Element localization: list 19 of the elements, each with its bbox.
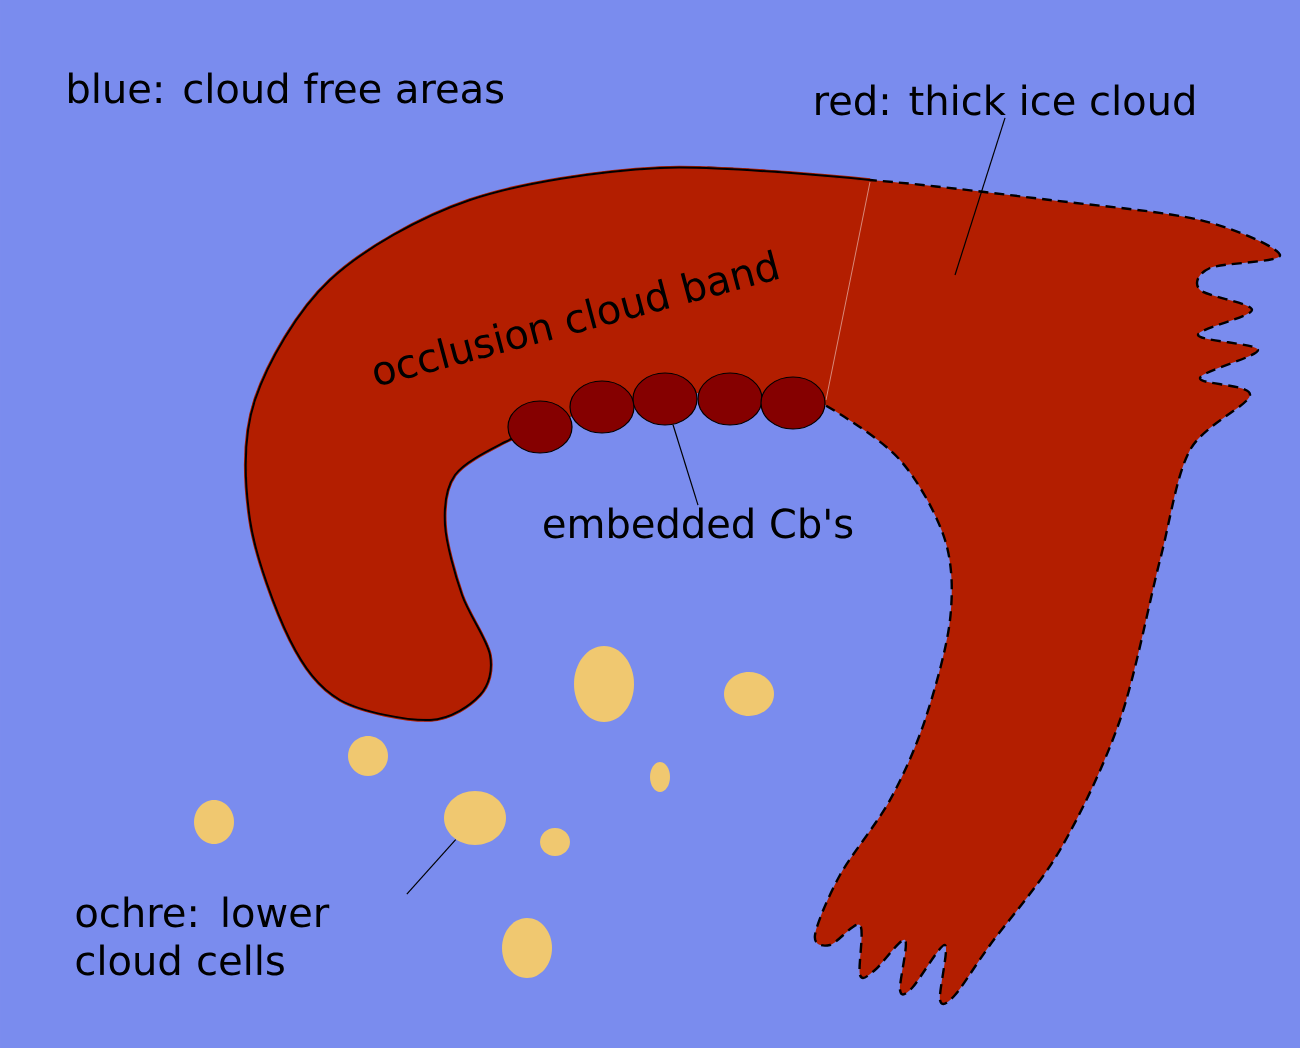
cloud-cell — [194, 800, 234, 844]
legend-text: blue: cloud free areas — [69, 72, 504, 104]
embedded-cell — [697, 372, 763, 426]
cloud-cell — [724, 672, 774, 716]
embedded-cell — [569, 380, 635, 434]
embedded-cell — [760, 376, 826, 430]
cloud-cell — [650, 762, 670, 792]
callout-text: red: thick ice cloud — [816, 84, 1194, 116]
cloud-cell — [348, 736, 388, 776]
cloud-cell — [444, 791, 506, 845]
leader-line — [672, 424, 699, 506]
cloud-cell — [502, 918, 552, 978]
embedded-cell — [632, 372, 698, 426]
cloud-cell — [574, 646, 634, 722]
cloud-cell — [540, 828, 570, 856]
leader-line — [954, 117, 1006, 276]
leader-line — [406, 839, 457, 895]
callout-text: embedded Cb's — [544, 507, 853, 539]
embedded-cell — [507, 400, 573, 454]
